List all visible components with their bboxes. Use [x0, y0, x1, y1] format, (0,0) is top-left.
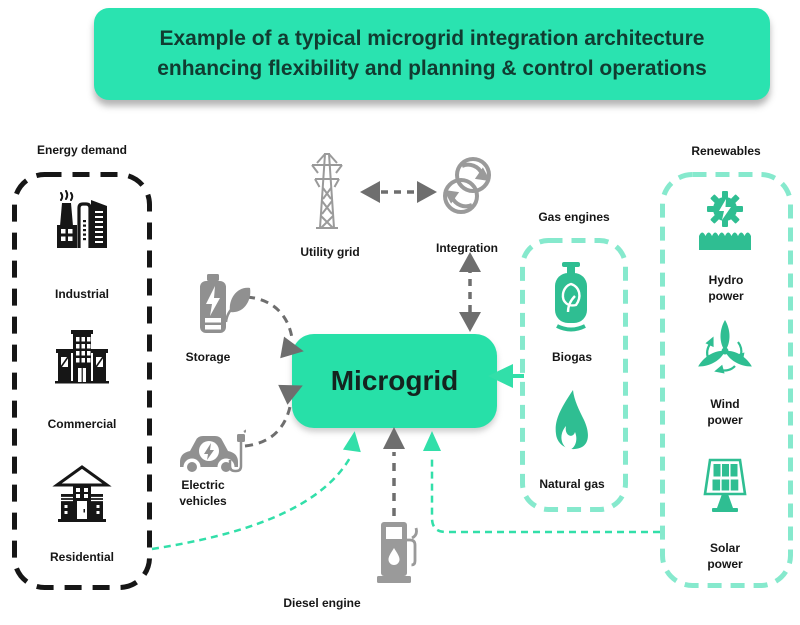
integration-node [440, 152, 496, 222]
biogas-label: Biogas [551, 350, 592, 364]
wind-power-label: Wind power [707, 397, 743, 428]
house-icon [52, 465, 112, 522]
residential-node [49, 464, 115, 524]
title-line-1: Example of a typical microgrid integrati… [159, 26, 705, 50]
natural-gas-node [551, 388, 591, 458]
integration-microgrid-arrow [459, 252, 481, 332]
residential-label: Residential [49, 550, 115, 564]
electric-vehicles-node [178, 420, 246, 476]
factory-icon [57, 190, 107, 248]
natural-gas-label: Natural gas [539, 477, 605, 491]
hydro-power-label: Hydro power [708, 273, 744, 304]
transmission-tower-icon [311, 153, 343, 229]
solar-power-label: Solar power [707, 541, 743, 572]
diesel-engine-label: Diesel engine [283, 596, 361, 610]
flame-icon [555, 390, 588, 450]
commercial-building-icon [55, 330, 109, 384]
commercial-node [50, 326, 114, 386]
storage-label: Storage [185, 350, 231, 364]
integration-label: Integration [436, 241, 498, 255]
title-banner: Example of a typical microgrid integrati… [94, 8, 770, 100]
electric-car-icon [180, 429, 246, 476]
diesel-engine-node [372, 518, 418, 588]
solar-power-node [697, 456, 753, 518]
hydro-power-node [694, 190, 756, 252]
industrial-node [48, 190, 116, 256]
wind-power-node [694, 318, 756, 382]
sync-arrows-icon [443, 157, 491, 214]
hydro-turbine-icon [699, 191, 751, 250]
utility-integration-arrow [360, 181, 437, 203]
industrial-label: Industrial [54, 287, 109, 301]
utility-grid-node [303, 148, 351, 232]
fuel-pump-icon [377, 522, 418, 583]
wind-turbine-icon [698, 320, 752, 374]
battery-leaf-icon [200, 274, 251, 333]
utility-grid-label: Utility grid [300, 245, 360, 259]
storage-node [190, 272, 252, 340]
renewables-group-label: Renewables [691, 144, 761, 158]
gas-engines-group-label: Gas engines [538, 210, 610, 224]
solar-panel-icon [703, 458, 747, 512]
microgrid-label: Microgrid [330, 365, 459, 396]
title-line-2: enhancing flexibility and planning & con… [157, 57, 707, 80]
diesel-microgrid-arrow [383, 427, 405, 516]
energy-demand-group-label: Energy demand [36, 143, 128, 157]
gas-cylinder-leaf-icon [555, 262, 587, 332]
commercial-label: Commercial [47, 417, 117, 431]
microgrid-box: Microgrid [292, 334, 497, 428]
electric-vehicles-label: Electric vehicles [179, 478, 227, 509]
biogas-node [548, 260, 594, 338]
